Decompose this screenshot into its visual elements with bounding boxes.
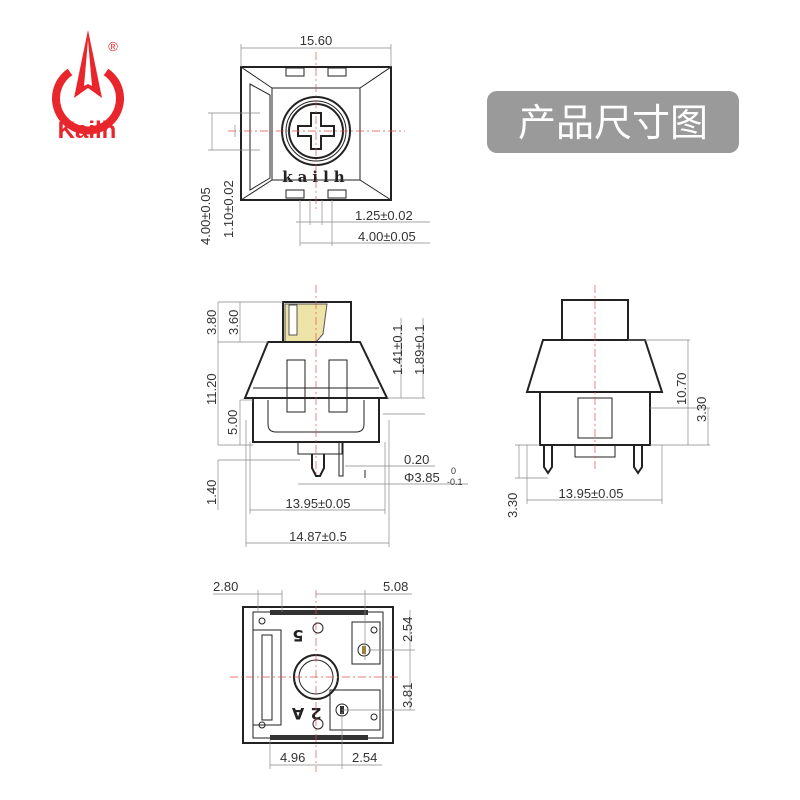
dim-bottom-pin-v-offset: 2.54 — [400, 617, 415, 642]
logo-ring — [52, 68, 124, 135]
dim-base-width: 13.95±0.05 — [286, 496, 351, 511]
bottom-view: 5 A 2 2.80 5.08 2.54 3.81 4.96 2.54 — [213, 579, 415, 772]
dim-pin-length: 1.40 — [204, 480, 219, 505]
logo-brand: Kailh — [58, 117, 117, 144]
dim-top-offset: 1.41±0.1 — [390, 324, 405, 375]
top-view: kailh 15.60 4.00±0.05 1.10±0.02 1.25±0.0… — [198, 33, 430, 246]
dim-bottom-right-offset: 5.08 — [383, 579, 408, 594]
dim-front-height: 10.70 — [674, 372, 689, 405]
dim-top-offset2: 1.89±0.1 — [412, 324, 427, 375]
dim-lower-height: 5.00 — [225, 410, 240, 435]
side-view: 3.80 3.60 11.20 5.00 1.40 1.41±0.1 1.89±… — [204, 285, 468, 547]
dim-top-left-outer: 4.00±0.05 — [198, 187, 213, 245]
dim-pin-diameter: Φ3.85 — [404, 470, 440, 485]
dim-pin-dia-tol-lower: -0.1 — [447, 477, 463, 487]
marking-top: 5 — [292, 626, 303, 645]
kailh-logo: ® Kailh — [52, 30, 124, 144]
dim-stem-total: 3.80 — [204, 310, 219, 335]
cross-stem-icon — [297, 112, 335, 150]
logo-registered: ® — [108, 39, 118, 54]
dim-front-base-width: 13.95±0.05 — [559, 486, 624, 501]
marking-bottom-a: A — [291, 704, 304, 723]
dim-bottom-pin-h-offset2: 2.54 — [352, 750, 377, 765]
dim-bottom-pin-v-offset2: 3.81 — [400, 683, 415, 708]
page-title: 产品尺寸图 — [518, 101, 708, 145]
front-view: 10.70 3.30 13.95±0.05 3.30 — [505, 285, 710, 518]
dim-stem-width: 4.00±0.05 — [358, 229, 416, 244]
dim-stem-travel: 3.60 — [226, 310, 241, 335]
stem-logo: kailh — [282, 168, 349, 186]
dim-top-left-inner: 1.10±0.02 — [221, 180, 236, 238]
dim-side-height: 11.20 — [204, 373, 219, 405]
dim-pin-dia-tol-upper: 0 — [451, 466, 456, 476]
title-badge: 产品尺寸图 — [487, 91, 739, 153]
dim-stem-slot: 1.25±0.02 — [355, 208, 413, 223]
dim-front-pin-length: 3.30 — [505, 493, 520, 518]
dim-bottom-pin-h-offset: 4.96 — [280, 750, 305, 765]
dim-clip-height: 3.30 — [694, 397, 709, 422]
dim-overall-width: 14.87±0.5 — [289, 529, 347, 544]
dim-bottom-left-offset: 2.80 — [213, 579, 238, 594]
dim-top-width: 15.60 — [300, 33, 333, 48]
dim-pin-gap: 0.20 — [404, 452, 429, 467]
